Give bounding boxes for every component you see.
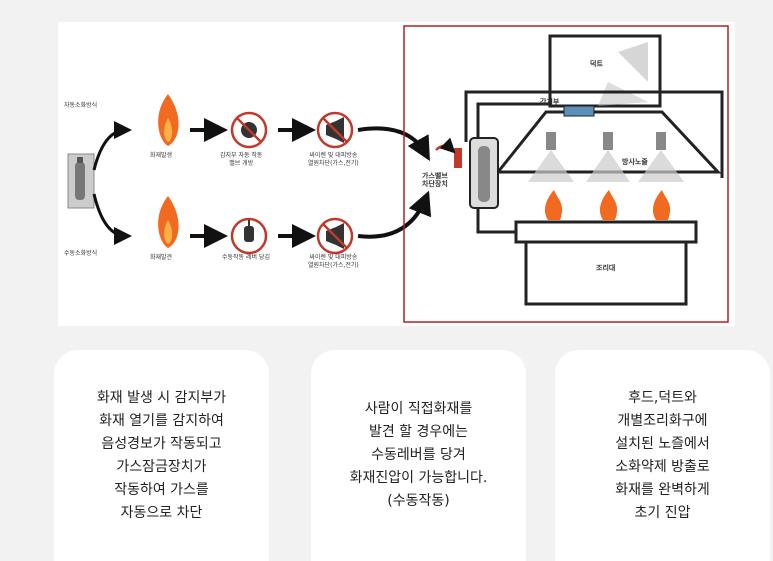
duct-label: 덕트: [590, 60, 603, 68]
kitchen-system-frame: [403, 25, 729, 323]
manual-branch-arrow: [92, 193, 132, 245]
alarm-bottom-label: 싸이렌 및 대피방송 열원차단(가스,전기): [308, 254, 359, 269]
fire-icon: [158, 94, 179, 146]
manual-mode-label: 수동소화방식: [64, 250, 98, 257]
valve-open-icon: [230, 111, 268, 149]
system-diagram: 자동소화방식 수동소화방식 화재발생 화재발견 감지부 자동 작동 밸브 개방 …: [58, 22, 735, 326]
stove-flame-icon: [544, 190, 671, 220]
hand-lever-icon: [230, 217, 268, 255]
detector-icon: [563, 105, 595, 117]
nozzle-label: 방사노즐: [622, 158, 648, 166]
card-text: 화재 발생 시 감지부가 화재 열기를 감지하여 음성경보가 작동되고 가스잠금…: [96, 389, 227, 521]
to-system-arrow: [357, 126, 430, 161]
alarm-top-label: 싸이렌 및 대피방송 열원차단(가스,전기): [308, 152, 359, 167]
extinguisher-cylinder-icon: [67, 153, 95, 209]
fire-occur-label: 화재발생: [150, 152, 173, 159]
auto-branch-arrow: [92, 121, 132, 171]
stove-label: 조리대: [596, 264, 616, 272]
stove-body: [524, 240, 688, 306]
siren-icon: [316, 111, 354, 149]
flow-arrows: [190, 118, 316, 248]
agent-pipe: [464, 90, 724, 178]
manual-step2-label: 수동작동 레버 당김: [222, 254, 270, 261]
detector-label: 감지부: [540, 98, 560, 106]
card-text: 후드,덕트와 개별조리화구에 설치된 노즐에서 소화약제 방출로 화재를 완벽하…: [615, 389, 710, 521]
to-system-arrow: [357, 190, 432, 239]
spray-pattern: [528, 150, 684, 182]
gas-valve-label: 가스밸브 차단장치: [422, 172, 448, 188]
fire-icon: [158, 196, 179, 248]
info-card: 사람이 직접화재를 발견 할 경우에는 수동레버를 당겨 화재진압이 가능합니다…: [311, 350, 526, 561]
siren-icon: [316, 217, 354, 255]
auto-step2-label: 감지부 자동 작동 밸브 개방: [220, 152, 263, 167]
auto-mode-label: 자동소화방식: [64, 102, 98, 109]
fire-detect-label: 화재발견: [150, 254, 173, 261]
extinguisher-cylinder-icon: [454, 137, 499, 209]
stove-top: [514, 220, 698, 244]
card-text: 사람이 직접화재를 발견 할 경우에는 수동레버를 당겨 화재진압이 가능합니다…: [349, 401, 488, 509]
info-card: 화재 발생 시 감지부가 화재 열기를 감지하여 음성경보가 작동되고 가스잠금…: [54, 350, 269, 561]
nozzle-icon: [546, 132, 666, 150]
diagram-graphic: [67, 25, 729, 323]
gas-valve-arrow: [435, 137, 456, 154]
info-card: 후드,덕트와 개별조리화구에 설치된 노즐에서 소화약제 방출로 화재를 완벽하…: [555, 350, 770, 561]
spray-pattern: [598, 42, 648, 106]
